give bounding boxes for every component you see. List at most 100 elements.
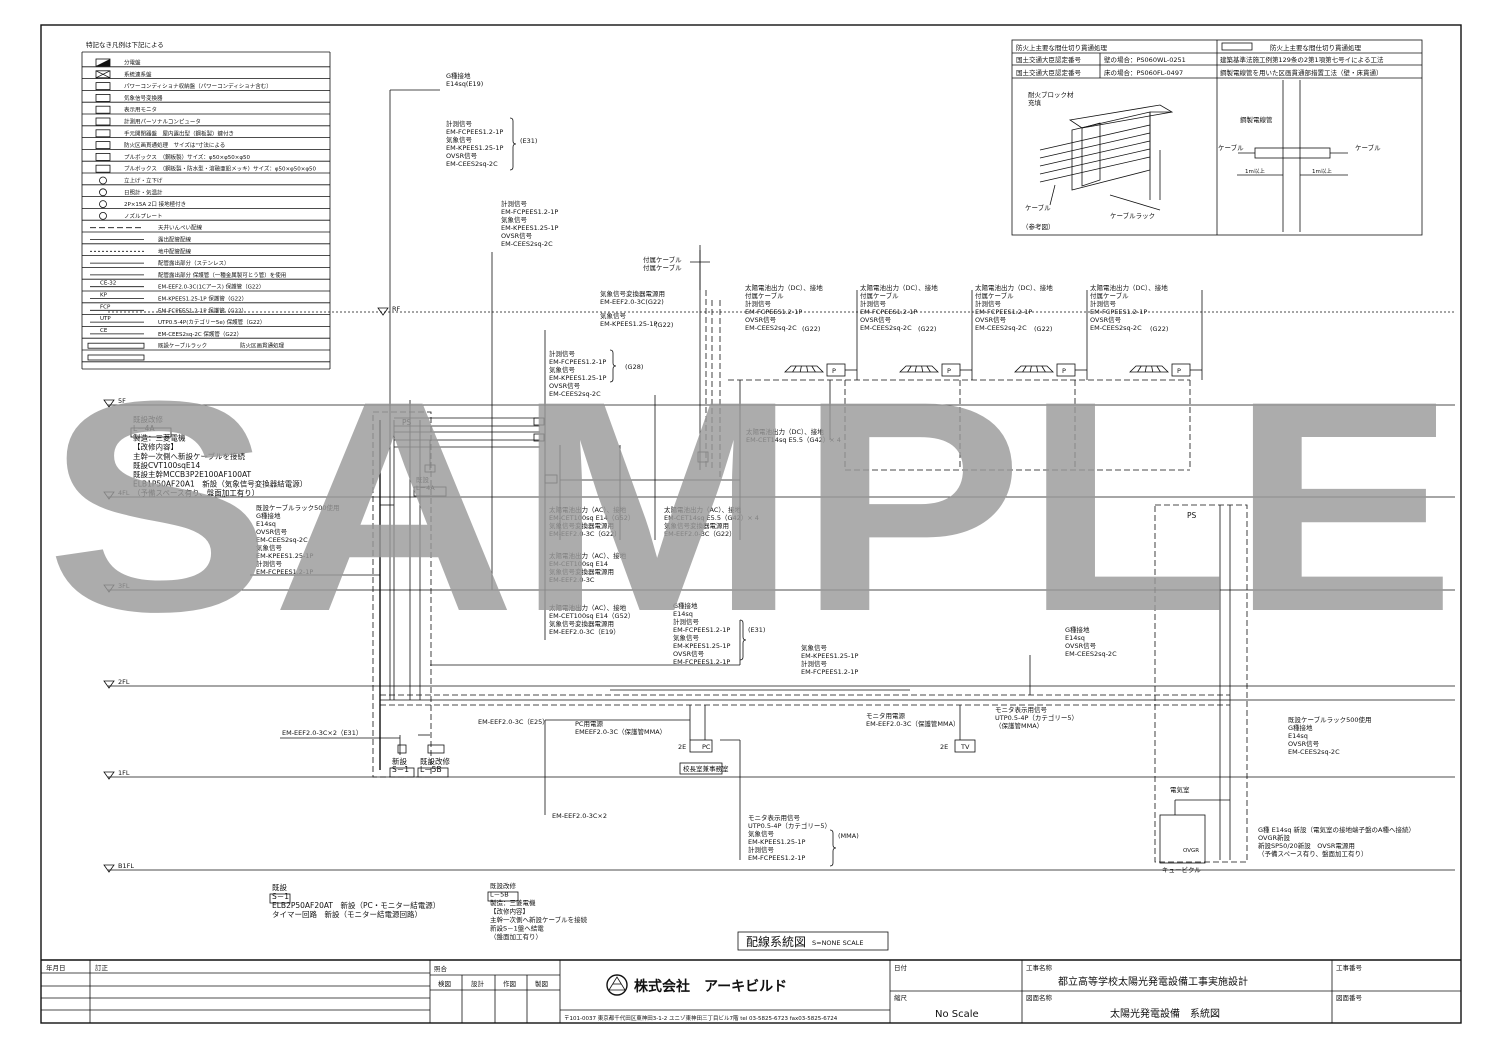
pv-group-1-line: OVSR信号 xyxy=(745,315,777,324)
panel-tag-box xyxy=(487,891,519,902)
kisetsu-l4a-note-line: 既設主幹MCCB3P2E100AF100AT xyxy=(133,469,252,479)
legend-symbol-tag: KP xyxy=(100,293,108,299)
pv-group-3-line: 付属ケーブル xyxy=(975,291,1014,300)
tv-label: TV xyxy=(960,743,970,751)
pv-panel-grid xyxy=(1144,365,1147,373)
pv-group-4-line: 計測信号 xyxy=(1090,299,1117,308)
monitor-1f-line: 計測信号 xyxy=(748,845,775,854)
pv-group-2-line: 付属ケーブル xyxy=(860,291,899,300)
kisetsu-l4a-note-line: 既設CVT100sqE14 xyxy=(133,460,200,470)
pv-panel-grid xyxy=(926,365,931,373)
bottom-l5b-line: 既設改修 xyxy=(490,881,517,890)
dc-out-note-line: 太陽電池出力（DC）、接地 xyxy=(746,427,824,436)
pv-group-2-line: EM-CEES2sq-2C xyxy=(860,324,912,332)
tb-approval-3: 作図 xyxy=(503,979,516,988)
sig-2f-line: EM-FCPEES1.2-1P xyxy=(801,668,858,676)
sig-group-3-line: EM-CEES2sq-2C xyxy=(549,390,601,398)
dc-out-note-line: EM-CET14sq E5.5（G42）× 4 xyxy=(746,436,841,444)
legend-symbol-rack xyxy=(87,342,145,349)
sig-3f: G種接地E14sq計測信号EM-FCPEES1.2-1P気象信号EM-KPEES… xyxy=(673,601,731,666)
ac-out-2-line: EM-EEF2.0-3C（G22） xyxy=(664,530,736,538)
tb-approval-2: 設計 xyxy=(471,979,485,988)
legend-symbol xyxy=(95,82,111,90)
legend-symbol xyxy=(95,129,111,138)
rack-4f-note-line: EM-FCPEES1.2-1P xyxy=(256,568,313,576)
kisetsu-l4a-note-line: 【改修内容】 xyxy=(133,442,178,452)
legend-item-label: 分電盤 xyxy=(124,59,141,67)
kisho-power-note-line: EM-EEF2.0-3C(G22) xyxy=(600,298,664,306)
pv-junction-label: P xyxy=(1062,367,1066,375)
kisetsu-l4a-small-line: L－4A xyxy=(416,484,435,492)
denkishitsu-label: 電気室 xyxy=(1170,785,1190,794)
sig-group-2-line: 気象信号 xyxy=(501,215,528,224)
drawing-scale: S=NONE SCALE xyxy=(812,939,863,947)
sig-group-3: 計測信号EM-FCPEES1.2-1P気象信号EM-KPEES1.25-1POV… xyxy=(549,349,607,398)
pv-group-3-line: 太陽電池出力（DC）、接地 xyxy=(975,283,1053,292)
rack-1f-line: EM-CEES2sq-2C xyxy=(1288,748,1340,756)
fire-left-label-1: 耐火ブロック材 xyxy=(1028,90,1074,99)
pv-group-2-line: EM-FCPEES1.2-1P xyxy=(860,308,917,316)
pv-group-2-line: OVSR信号 xyxy=(860,315,892,324)
pv-panel-grid xyxy=(907,365,912,373)
legend-item-label: 手元開閉器盤 屋内露出型（鋼板製）鍵付き xyxy=(124,129,234,137)
panel-tag-box xyxy=(130,427,172,438)
kisetsu-l4a-note-line: ELB1P50AF20A1 新設（気象信号変換器結電源） xyxy=(133,478,307,488)
sig-group-1-line: 気象信号 xyxy=(446,135,473,144)
fire-right-label-4: 1m以上 xyxy=(1245,167,1265,175)
legend-symbol-circle xyxy=(99,211,107,220)
legend-item-label: パワーコンディショナ収納盤（パワーコンディショナ含む） xyxy=(124,82,272,90)
g-new-line: （予備スペース有り、盤面加工有り） xyxy=(1258,849,1367,858)
company-name: 株式会社 アーキビルド xyxy=(634,978,787,995)
tb-scale-label: 縮尺 xyxy=(894,993,908,1002)
legend-item-label: 防火区画貫通処理 サイズは"寸法による xyxy=(124,141,225,149)
drawing-title: 配線系統図 xyxy=(746,934,806,949)
ac-out-2-line: 気象信号変換器電源用 xyxy=(664,521,729,530)
ac-out-4-line: EM-CET100sq E14（G52） xyxy=(549,612,634,620)
ac-out-4-line: 気象信号変換器電源用 xyxy=(549,619,614,628)
legend-item-label: 配管露出部分 保護管（一種金属製可とう管）を使用 xyxy=(158,271,286,279)
sig-3f-line: EM-FCPEES1.2-1P xyxy=(673,658,730,666)
legend-item-label: プルボックス （鋼板製）サイズ：φ50×φ50×φ50 xyxy=(124,153,251,161)
pv-tag-4: (G22) xyxy=(1150,325,1168,333)
fire-row-1-c: 建築基準法施工例第129条の2第1項第七号イによる工法 xyxy=(1220,55,1384,64)
tb-drawing-name-label: 図面名称 xyxy=(1026,993,1053,1002)
panel-tag-box xyxy=(389,767,415,778)
tb-col-rev: 訂正 xyxy=(95,963,109,972)
monitor-power-line: EM-EEF2.0-3C（保護管MMA） xyxy=(866,719,960,728)
legend-symbol-circle xyxy=(99,188,107,197)
legend-symbol-rack xyxy=(87,354,145,361)
rack-1f: 既設ケーブルラック500使用G種接地E14sqOVSR信号EM-CEES2sq-… xyxy=(1288,715,1372,756)
pv-group-2-line: 太陽電池出力（DC）、接地 xyxy=(860,283,938,292)
sig-group-1-line: EM-FCPEES1.2-1P xyxy=(446,128,503,136)
pv-panel-grid xyxy=(792,365,797,373)
tb-work-name-label: 工事名称 xyxy=(1026,963,1053,972)
legend-item-label: 配管露出部分（ステンレス） xyxy=(158,259,230,267)
sig-group-3-line: 計測信号 xyxy=(549,349,576,358)
floor-label-2fl: 2FL xyxy=(118,678,130,686)
sig-group-2-line: OVSR信号 xyxy=(501,231,533,240)
g-right-line: E14sq xyxy=(1065,634,1085,642)
legend-item-label: UTP0.5-4P(カテゴリー5e) 保護管（G22） xyxy=(158,318,265,326)
ovgr-label: OVGR xyxy=(1183,848,1199,854)
pv-group-1-line: EM-FCPEES1.2-1P xyxy=(745,308,802,316)
legend-symbol xyxy=(95,70,111,79)
tb-approval-1: 検図 xyxy=(438,979,451,988)
floor-label-rf: RF xyxy=(392,305,401,313)
fire-table-title-right: 防火上主要な間仕切り貫通処理 xyxy=(1270,43,1362,52)
sig-3f-line: 気象信号 xyxy=(673,633,700,642)
monitor-1f-line: EM-FCPEES1.2-1P xyxy=(748,854,805,862)
legend-symbol xyxy=(95,152,111,161)
pv-tag-3: (G22) xyxy=(1034,325,1052,333)
sig-3f-line: EM-KPEES1.25-1P xyxy=(673,642,731,650)
bottom-l5b-line: 製造：三菱電機 xyxy=(490,898,536,907)
pv-group-3-line: OVSR信号 xyxy=(975,315,1007,324)
sig-group-1-line: OVSR信号 xyxy=(446,151,478,160)
sig-3f-line: 計測信号 xyxy=(673,617,700,626)
monitor-1f: モニタ表示用信号UTP0.5-4P（カテゴリー5）気象信号EM-KPEES1.2… xyxy=(748,813,831,862)
